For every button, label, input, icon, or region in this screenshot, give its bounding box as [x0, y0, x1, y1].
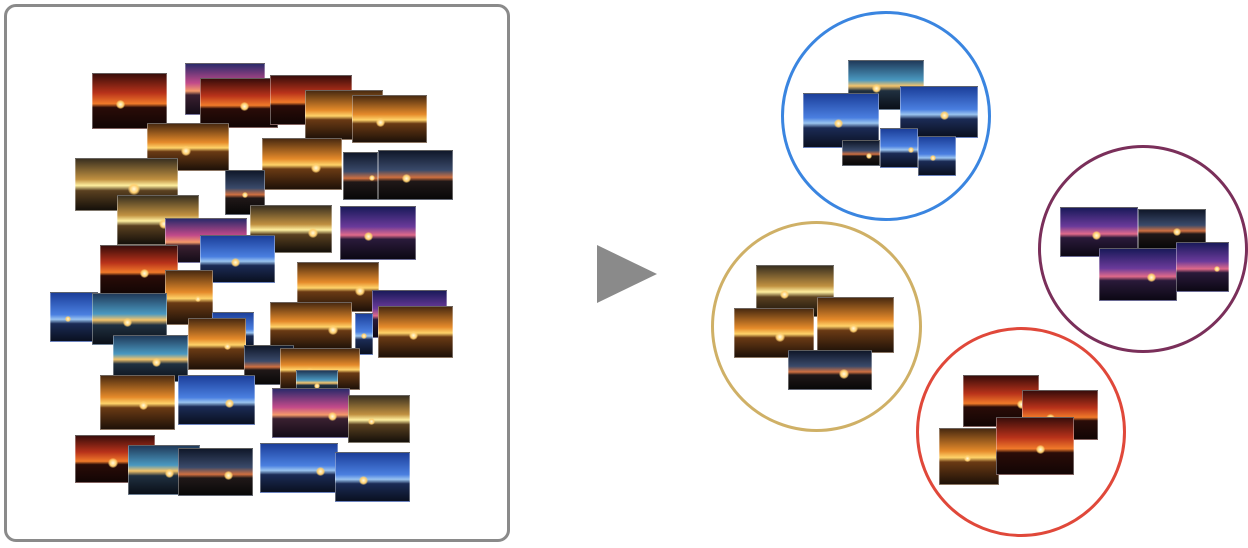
- sun-glow: [376, 118, 385, 127]
- red-cluster-photo: [996, 417, 1074, 475]
- sun-glow: [225, 399, 234, 408]
- sunset-photo: [378, 306, 453, 358]
- sun-glow: [140, 269, 149, 278]
- sunset-photo: [165, 270, 213, 325]
- gold-cluster-photo: [788, 350, 872, 390]
- sun-glow: [242, 192, 248, 198]
- sun-glow: [314, 383, 320, 389]
- sun-glow: [872, 84, 881, 93]
- purple-cluster-photo: [1099, 248, 1177, 301]
- sun-glow: [409, 331, 418, 340]
- sun-glow: [224, 471, 233, 480]
- sun-glow: [780, 290, 789, 299]
- sun-glow: [65, 316, 71, 322]
- sun-glow: [128, 183, 140, 195]
- blue-cluster-photo: [918, 136, 956, 176]
- sunset-photo: [113, 335, 188, 382]
- sunset-photo: [378, 150, 453, 200]
- sunset-photo: [270, 302, 352, 350]
- sunset-photo: [50, 292, 98, 342]
- sun-glow: [849, 324, 858, 333]
- sun-glow: [316, 467, 325, 476]
- sunset-photo: [355, 313, 373, 355]
- sunset-photo: [340, 206, 416, 260]
- blue-cluster-photo: [880, 128, 918, 168]
- sun-glow: [369, 175, 375, 181]
- sun-glow: [908, 147, 914, 153]
- sun-glow: [775, 332, 785, 342]
- sun-glow: [240, 102, 249, 111]
- sun-glow: [159, 219, 169, 229]
- sun-glow: [1214, 266, 1220, 272]
- sun-glow: [123, 318, 132, 327]
- sun-glow: [108, 458, 118, 468]
- sun-glow: [1147, 273, 1156, 282]
- sun-glow: [328, 412, 337, 421]
- sunset-photo: [272, 388, 350, 438]
- sun-glow: [224, 343, 231, 350]
- cluster-purple-circle: [1038, 145, 1248, 353]
- sunset-photo: [100, 375, 175, 430]
- sun-glow: [1092, 231, 1101, 240]
- sun-glow: [368, 418, 375, 425]
- sun-glow: [964, 455, 971, 462]
- sun-glow: [195, 296, 201, 302]
- sun-glow: [364, 232, 373, 241]
- sun-glow: [839, 369, 849, 379]
- sun-glow: [402, 174, 411, 183]
- sunset-photo: [260, 443, 338, 493]
- blue-cluster-photo: [842, 140, 880, 166]
- sun-glow: [311, 163, 321, 173]
- sunset-photo: [262, 138, 342, 190]
- sun-glow: [165, 469, 174, 478]
- purple-cluster-photo: [1176, 242, 1229, 292]
- sun-glow: [940, 111, 949, 120]
- gold-cluster-photo: [734, 308, 814, 358]
- blue-cluster-photo: [803, 93, 879, 148]
- sun-glow: [359, 476, 368, 485]
- sunset-photo: [200, 78, 278, 128]
- sun-glow: [1036, 445, 1045, 454]
- cluster-blue-circle: [781, 11, 991, 221]
- red-cluster-photo: [939, 428, 999, 485]
- sunset-photo: [92, 73, 167, 129]
- cluster-red-circle: [916, 327, 1126, 537]
- sun-glow: [866, 153, 872, 159]
- sun-glow: [231, 258, 240, 267]
- sunset-photo: [335, 452, 410, 502]
- sunset-photo: [188, 318, 246, 370]
- sunset-photo: [343, 152, 378, 200]
- gold-cluster-photo: [817, 297, 894, 353]
- sun-glow: [361, 333, 367, 339]
- sun-glow: [116, 100, 125, 109]
- sun-glow: [1017, 400, 1026, 409]
- sunset-photo: [348, 395, 410, 443]
- sun-glow: [834, 119, 843, 128]
- sun-glow: [308, 228, 318, 238]
- sunset-photo: [178, 375, 255, 425]
- play-triangle-icon: [597, 245, 657, 303]
- sun-glow: [355, 286, 365, 296]
- sun-glow: [139, 401, 148, 410]
- sun-glow: [1173, 228, 1181, 236]
- cluster-gold-circle: [711, 221, 922, 432]
- sunset-photo: [178, 448, 253, 496]
- sun-glow: [930, 155, 936, 161]
- sun-glow: [181, 146, 191, 156]
- sun-glow: [328, 325, 338, 335]
- sun-glow: [152, 358, 161, 367]
- sunset-photo: [352, 95, 427, 143]
